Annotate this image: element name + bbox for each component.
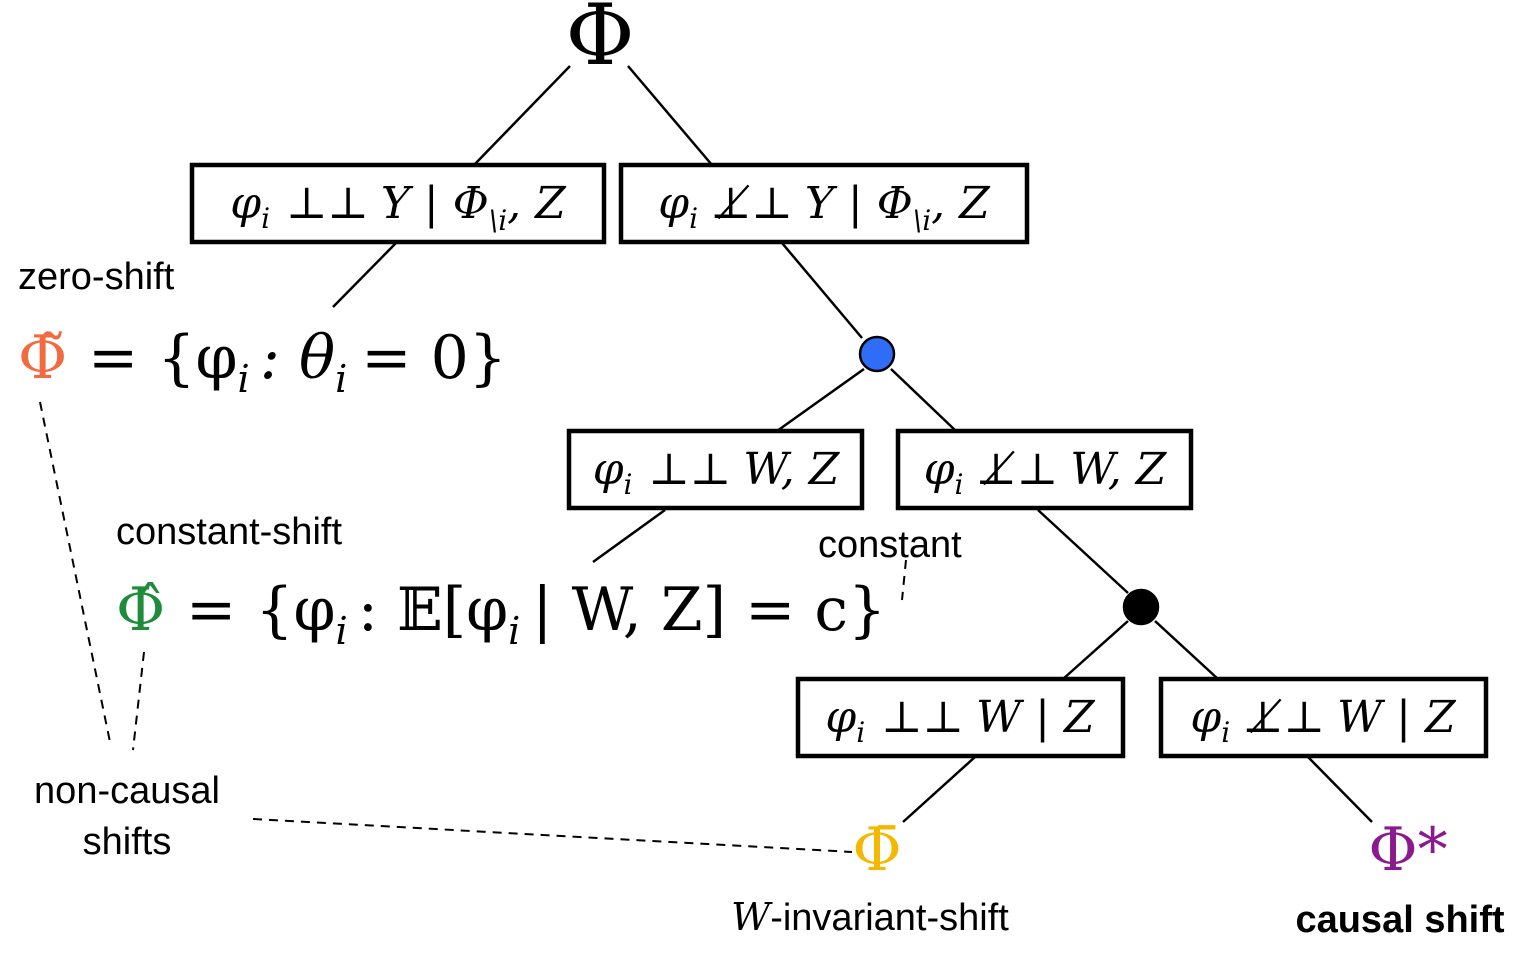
constant-annotation: constant bbox=[818, 524, 962, 566]
box-l1-dependent-formula: φi⊥̸⊥Y | Φ\i, Z bbox=[658, 178, 991, 237]
non-causal-label-line2: shifts bbox=[83, 821, 172, 863]
dash-constant-to-noncausal bbox=[132, 651, 145, 751]
edge-l3right-causal bbox=[1307, 756, 1373, 823]
dashed-connectors bbox=[39, 401, 907, 853]
box-l2-independent-formula: φi⊥⊥W, Z bbox=[593, 444, 841, 501]
edge-bluenode-l2left bbox=[776, 367, 865, 433]
edge-l3left-winvariant bbox=[902, 756, 976, 823]
box-l2-dependent: φi⊥̸⊥W, Z bbox=[895, 428, 1194, 511]
causal-label: causal shift bbox=[1295, 899, 1504, 941]
box-l2-dependent-formula: φi⊥̸⊥W, Z bbox=[924, 444, 1168, 501]
zero-shift-equation: = {φi: θi= 0} bbox=[88, 323, 507, 401]
constant-shift-symbol: Φ̂ bbox=[116, 575, 165, 645]
box-l1-independent-formula: φi⊥⊥Y | Φ\i, Z bbox=[230, 178, 567, 237]
edge-blacknode-l3left bbox=[1062, 620, 1129, 680]
box-l2-independent-frame bbox=[566, 428, 865, 511]
root-phi: Φ bbox=[566, 0, 635, 84]
box-l3-dependent-formula: φi⊥̸⊥W | Z bbox=[1190, 692, 1457, 749]
box-l1-independent: φi⊥⊥Y | Φ\i, Z bbox=[189, 162, 607, 245]
box-l3-dependent-frame bbox=[1158, 676, 1489, 759]
causal-symbol: Φ* bbox=[1368, 815, 1447, 885]
constant-shift-label: constant-shift bbox=[116, 511, 342, 553]
box-l2-dependent-frame bbox=[895, 428, 1194, 511]
dash-constant-pointer bbox=[901, 559, 907, 601]
box-l2-independent: φi⊥⊥W, Z bbox=[566, 428, 865, 511]
non-causal-label-line1: non-causal bbox=[34, 770, 220, 812]
zero-shift-symbol: Φ̃ bbox=[18, 323, 67, 393]
edge-l1right-bluenode bbox=[781, 242, 863, 339]
tree-edges bbox=[332, 65, 1373, 823]
zero-shift-label: zero-shift bbox=[18, 256, 175, 298]
w-invariant-label: W-invariant-shift bbox=[731, 895, 1009, 939]
constant-shift-equation: = {φi: 𝔼[φi| W, Z] = c} bbox=[186, 575, 886, 653]
dash-noncausal-to-winvariant bbox=[252, 818, 853, 853]
edge-root-right bbox=[627, 65, 713, 166]
box-l3-dependent: φi⊥̸⊥W | Z bbox=[1158, 676, 1489, 759]
edge-bluenode-l2right bbox=[890, 368, 957, 432]
box-l3-independent-frame bbox=[795, 676, 1126, 759]
edge-root-left bbox=[473, 65, 571, 166]
box-l3-independent: φi⊥⊥W | Z bbox=[795, 676, 1126, 759]
w-invariant-symbol: Φ̄ bbox=[852, 815, 901, 885]
box-l1-dependent: φi⊥̸⊥Y | Φ\i, Z bbox=[618, 162, 1030, 245]
edge-l1left-zero bbox=[332, 242, 397, 308]
box-l1-independent-frame bbox=[189, 162, 607, 245]
edge-l2right-blacknode bbox=[1037, 509, 1129, 594]
edge-l2left-constant bbox=[592, 508, 666, 564]
edge-blacknode-l3right bbox=[1154, 620, 1219, 680]
box-l1-dependent-frame bbox=[618, 162, 1030, 245]
decision-node-blue bbox=[858, 335, 896, 373]
decision-node-black bbox=[1122, 588, 1160, 626]
box-l3-independent-formula: φi⊥⊥W | Z bbox=[825, 692, 1096, 749]
dash-zero-to-noncausal bbox=[39, 401, 111, 743]
